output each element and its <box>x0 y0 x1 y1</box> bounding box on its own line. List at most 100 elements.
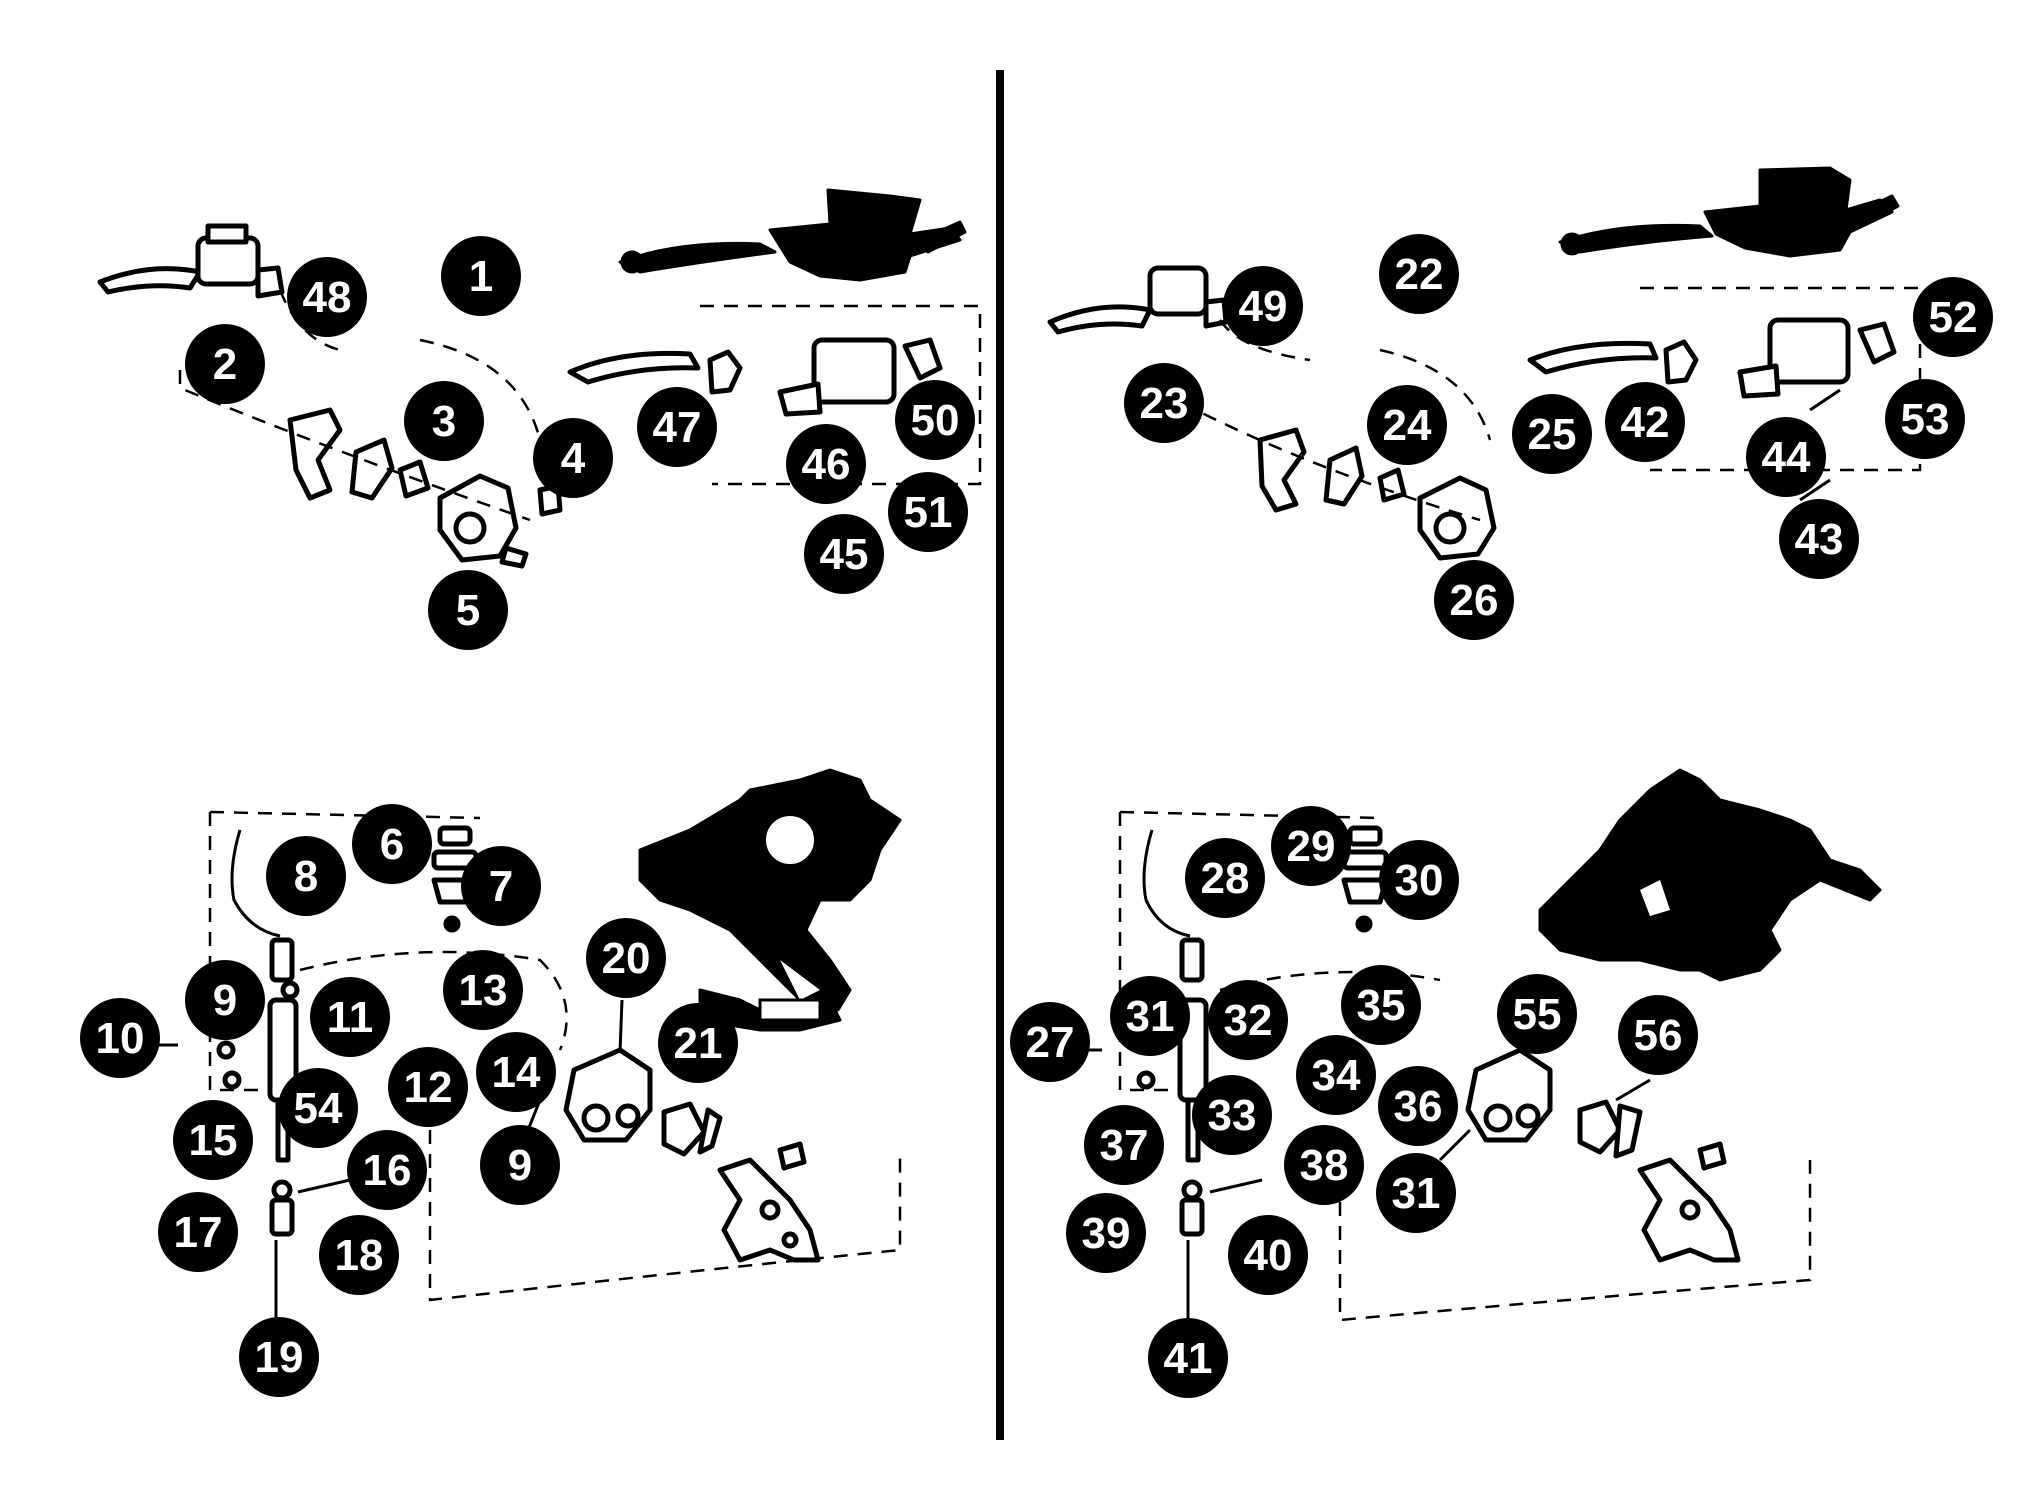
callout-45: 45 <box>804 514 884 594</box>
callout-16: 16 <box>347 1130 427 1210</box>
front-brake-assembly-left <box>97 188 982 569</box>
svg-text:33: 33 <box>1208 1091 1257 1140</box>
callout-55: 55 <box>1497 974 1577 1054</box>
callout-46: 46 <box>786 424 866 504</box>
callout-2: 2 <box>185 324 265 404</box>
svg-text:28: 28 <box>1201 854 1250 903</box>
svg-text:37: 37 <box>1100 1121 1149 1170</box>
svg-text:1: 1 <box>469 252 493 301</box>
callout-9: 9 <box>185 960 265 1040</box>
callout-37: 37 <box>1084 1105 1164 1185</box>
svg-text:42: 42 <box>1621 398 1670 447</box>
svg-text:52: 52 <box>1929 293 1978 342</box>
svg-text:3: 3 <box>432 397 456 446</box>
callout-25: 25 <box>1512 394 1592 474</box>
svg-text:49: 49 <box>1239 282 1288 331</box>
callout-17: 17 <box>158 1192 238 1272</box>
callout-32: 32 <box>1208 980 1288 1060</box>
svg-text:19: 19 <box>255 1333 304 1382</box>
svg-text:11: 11 <box>327 993 374 1042</box>
callout-24: 24 <box>1367 385 1447 465</box>
callout-10: 10 <box>80 998 160 1078</box>
svg-text:30: 30 <box>1395 856 1444 905</box>
callout-48: 48 <box>287 257 367 337</box>
svg-text:46: 46 <box>802 440 851 489</box>
callout-3: 3 <box>404 381 484 461</box>
callout-44: 44 <box>1746 417 1826 497</box>
svg-text:6: 6 <box>380 820 404 869</box>
svg-text:10: 10 <box>96 1014 145 1063</box>
callout-8: 8 <box>266 836 346 916</box>
callout-21: 21 <box>658 1003 738 1083</box>
svg-text:50: 50 <box>911 396 960 445</box>
svg-text:14: 14 <box>492 1048 541 1097</box>
callout-13: 13 <box>443 950 523 1030</box>
callout-28: 28 <box>1185 838 1265 918</box>
svg-text:40: 40 <box>1244 1231 1293 1280</box>
callout-23: 23 <box>1124 363 1204 443</box>
svg-text:32: 32 <box>1224 996 1273 1045</box>
svg-text:41: 41 <box>1164 1334 1213 1383</box>
callout-27: 27 <box>1010 1002 1090 1082</box>
callout-52: 52 <box>1913 277 1993 357</box>
svg-text:45: 45 <box>820 530 869 579</box>
callout-42: 42 <box>1605 382 1685 462</box>
callout-47: 47 <box>637 387 717 467</box>
callout-36: 36 <box>1378 1066 1458 1146</box>
callout-56: 56 <box>1618 995 1698 1075</box>
svg-text:36: 36 <box>1394 1082 1443 1131</box>
svg-text:12: 12 <box>404 1063 453 1112</box>
callout-54: 54 <box>278 1068 358 1148</box>
svg-text:35: 35 <box>1357 981 1406 1030</box>
callout-31-second: 31 <box>1376 1153 1456 1233</box>
callout-11: 11 <box>310 977 390 1057</box>
svg-text:13: 13 <box>459 966 508 1015</box>
front-brake-assembly-right <box>1047 166 1922 561</box>
callout-26: 26 <box>1434 560 1514 640</box>
callout-51: 51 <box>888 472 968 552</box>
svg-text:54: 54 <box>294 1084 343 1133</box>
callout-30: 30 <box>1379 840 1459 920</box>
svg-text:29: 29 <box>1287 822 1336 871</box>
rear-brake-assembly-left <box>208 768 902 1302</box>
svg-text:34: 34 <box>1312 1051 1361 1100</box>
callout-22: 22 <box>1379 234 1459 314</box>
callout-33: 33 <box>1192 1075 1272 1155</box>
callout-29: 29 <box>1271 806 1351 886</box>
callout-4: 4 <box>533 418 613 498</box>
svg-text:27: 27 <box>1026 1018 1075 1067</box>
svg-text:4: 4 <box>561 434 586 483</box>
svg-text:24: 24 <box>1383 401 1432 450</box>
svg-text:39: 39 <box>1082 1209 1131 1258</box>
callout-19: 19 <box>239 1317 319 1397</box>
svg-text:20: 20 <box>602 934 651 983</box>
svg-text:48: 48 <box>303 273 352 322</box>
svg-text:15: 15 <box>189 1116 238 1165</box>
svg-text:38: 38 <box>1300 1141 1349 1190</box>
svg-text:43: 43 <box>1795 515 1844 564</box>
callout-6: 6 <box>352 804 432 884</box>
svg-text:21: 21 <box>674 1019 723 1068</box>
svg-text:53: 53 <box>1901 395 1950 444</box>
callout-39: 39 <box>1066 1193 1146 1273</box>
callout-40: 40 <box>1228 1215 1308 1295</box>
svg-text:18: 18 <box>335 1231 384 1280</box>
callout-7: 7 <box>461 846 541 926</box>
svg-text:47: 47 <box>653 403 702 452</box>
svg-text:25: 25 <box>1528 410 1577 459</box>
callout-34: 34 <box>1296 1035 1376 1115</box>
svg-text:56: 56 <box>1634 1011 1683 1060</box>
callout-20: 20 <box>586 918 666 998</box>
svg-text:5: 5 <box>456 586 480 635</box>
callout-53: 53 <box>1885 379 1965 459</box>
callout-41: 41 <box>1148 1318 1228 1398</box>
svg-text:31: 31 <box>1392 1169 1441 1218</box>
rear-brake-assembly-right <box>1118 768 1882 1322</box>
callout-1: 1 <box>441 236 521 316</box>
svg-text:17: 17 <box>174 1208 223 1257</box>
svg-text:16: 16 <box>363 1146 412 1195</box>
svg-text:9: 9 <box>508 1141 532 1190</box>
callout-12: 12 <box>388 1047 468 1127</box>
callout-35: 35 <box>1341 965 1421 1045</box>
